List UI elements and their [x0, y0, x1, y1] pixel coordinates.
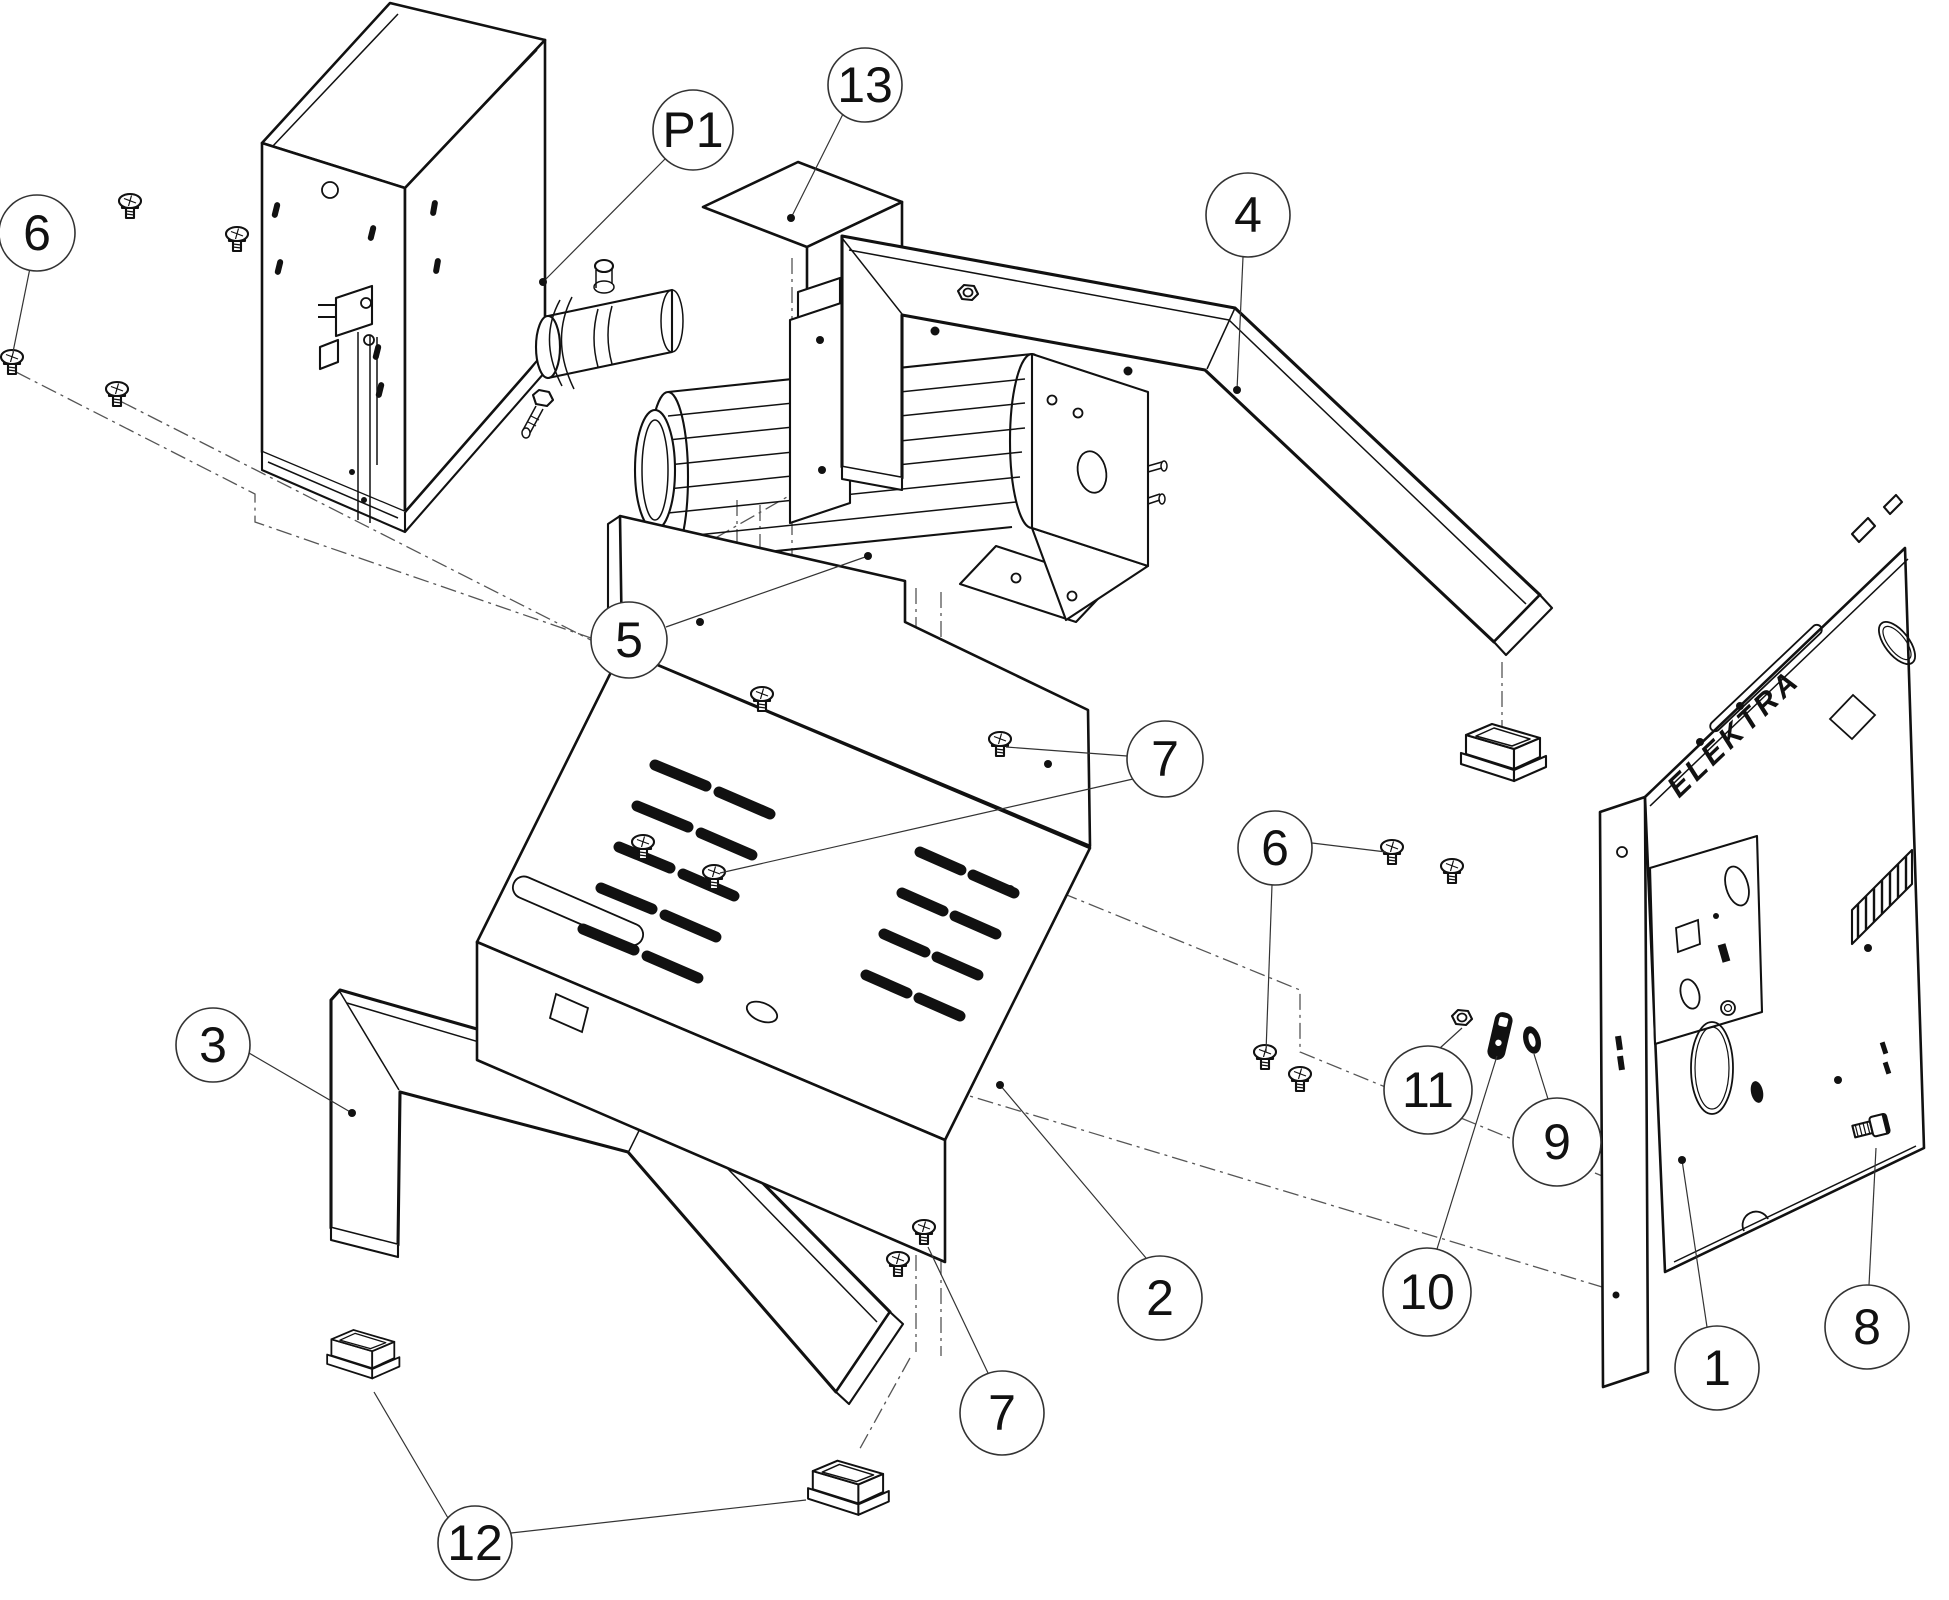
leader-dot [864, 552, 872, 560]
callout-label-5: 5 [615, 612, 643, 668]
callout-10 [1382, 1247, 1472, 1337]
screw-icon [1439, 857, 1465, 885]
leader-dot [1233, 386, 1241, 394]
callout-11 [1383, 1045, 1473, 1135]
callout-label-4: 4 [1234, 187, 1262, 243]
leader-dot [539, 278, 547, 286]
nut-icon [956, 283, 980, 302]
leader-line [1533, 1053, 1549, 1100]
panel-grille [1850, 848, 1914, 946]
leader-line [12, 267, 31, 353]
leader-line [1439, 1027, 1463, 1049]
hopper-slots [271, 200, 441, 398]
foot-12 [807, 1459, 890, 1516]
callout-7 [1126, 720, 1204, 798]
alignment-axis [15, 371, 621, 649]
callout-label-2: 2 [1146, 1270, 1174, 1326]
leader-line [1868, 1147, 1877, 1286]
callout-9 [1512, 1097, 1602, 1187]
callout-label-13: 13 [837, 57, 893, 113]
callout-12 [437, 1505, 513, 1581]
leader-line [373, 1391, 449, 1519]
callout-7 [959, 1370, 1045, 1456]
callout-label-12: 12 [447, 1515, 503, 1571]
callout-label-P1: P1 [662, 102, 723, 158]
callout-2 [1117, 1255, 1203, 1341]
leader-line [1265, 884, 1273, 1053]
leader-line [1311, 842, 1387, 853]
callout-label-6: 6 [1261, 820, 1289, 876]
leader-line [790, 113, 844, 219]
part-base-tray [475, 514, 1092, 1264]
callout-8 [1824, 1284, 1910, 1370]
screw-icon [224, 225, 250, 253]
callout-13 [827, 47, 903, 123]
callout-P1 [652, 89, 734, 171]
vent-slots [577, 759, 1020, 1022]
callout-5 [590, 601, 668, 679]
leader-dot [348, 1109, 356, 1117]
leader-dot [996, 1081, 1004, 1089]
leader-line [1005, 746, 1128, 757]
part-hopper [260, 1, 547, 534]
callout-6 [1237, 810, 1313, 886]
leader-line [1236, 256, 1244, 391]
callout-label-3: 3 [199, 1017, 227, 1073]
alignment-axis [857, 1357, 911, 1453]
foot-12 [326, 1329, 401, 1380]
hopper-mechanism [318, 284, 378, 523]
screw-icon [885, 1250, 911, 1278]
part-side-panel: ELEKTRA [1598, 493, 1926, 1389]
leader-line [665, 555, 869, 628]
part-leg-frame-front [329, 988, 905, 1406]
callout-4 [1205, 172, 1291, 258]
callout-label-10: 10 [1399, 1264, 1455, 1320]
leader-line [542, 157, 667, 283]
callout-label-8: 8 [1853, 1299, 1881, 1355]
callout-label-9: 9 [1543, 1114, 1571, 1170]
callout-3 [175, 1007, 251, 1083]
alignment-axis [121, 401, 641, 666]
screw-icon [117, 192, 143, 220]
callout-label-1: 1 [1703, 1340, 1731, 1396]
callout-label-7: 7 [988, 1385, 1016, 1441]
hopper-hole [321, 181, 339, 199]
keeper-plate-icon [1485, 1010, 1515, 1062]
part-pump-motor [521, 258, 1168, 624]
nut-icon [1450, 1008, 1474, 1027]
screw-icon [1287, 1065, 1313, 1093]
screw-icon [0, 348, 25, 376]
leader-line [1436, 1055, 1498, 1250]
leader-line [510, 1499, 807, 1534]
leader-line [719, 778, 1134, 874]
callout-label-6: 6 [23, 205, 51, 261]
screw-icon [1252, 1043, 1278, 1071]
screw-icon [104, 380, 130, 408]
part-leg-frame-upper [840, 234, 1554, 657]
leader-lines [12, 113, 1877, 1534]
oring-icon [1520, 1024, 1544, 1056]
foot-12 [1459, 722, 1548, 783]
panel-subplate [1648, 834, 1764, 1046]
leader-line [999, 1084, 1147, 1259]
callout-6 [0, 194, 76, 272]
callout-label-7: 7 [1151, 731, 1179, 787]
callout-1 [1674, 1325, 1760, 1411]
leader-dot [1678, 1156, 1686, 1164]
leader-line [248, 1052, 353, 1114]
leader-line [927, 1246, 989, 1374]
leader-dot [787, 214, 795, 222]
callouts: 6 P1 13 4 5 7 6 3 11 9 10 2 1 8 12 7 [0, 47, 1910, 1581]
alignment-axis [949, 1089, 1613, 1291]
callout-label-11: 11 [1402, 1062, 1454, 1118]
leader-line [1681, 1159, 1708, 1328]
